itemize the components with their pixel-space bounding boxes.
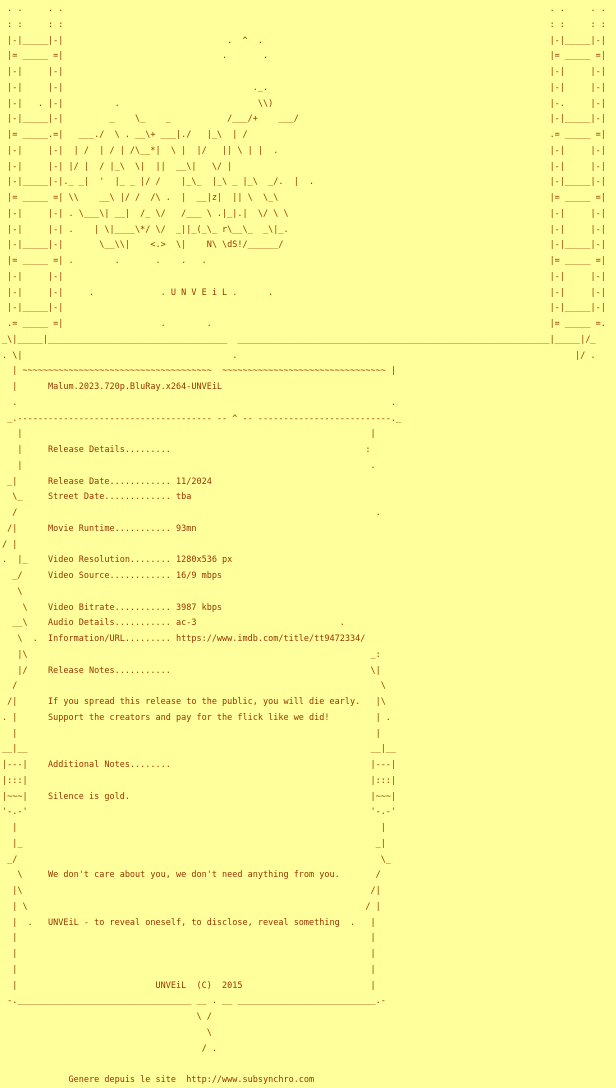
ascii-logo-header: . . . . . . . . : : : : [2, 4, 606, 361]
nfo-body: | ~~~~~~~~~~~~~~~~~~~~~~~~~~~~~~~~~~~~~ … [2, 366, 402, 1054]
footer-credit: Genere depuis le site http://www.subsync… [68, 1075, 315, 1085]
